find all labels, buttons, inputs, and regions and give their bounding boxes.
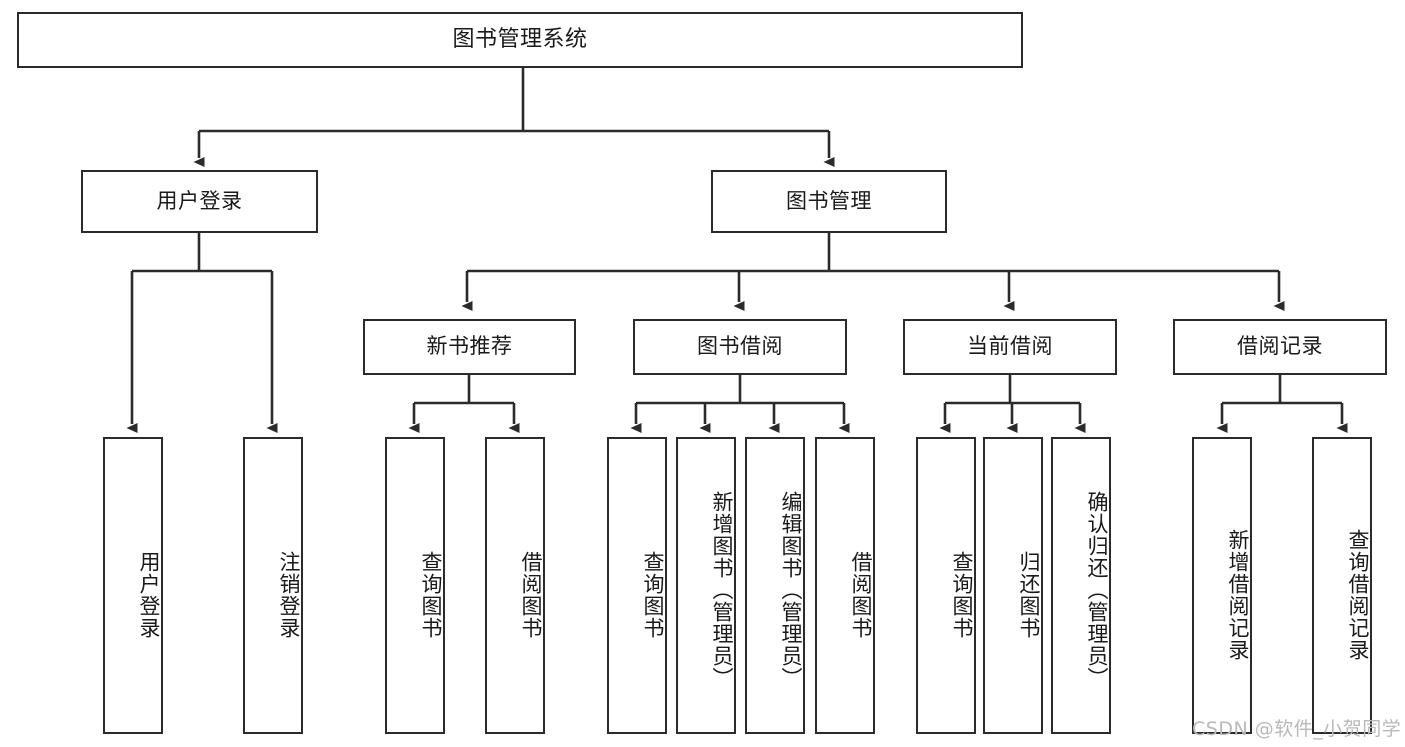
leaf-user-login[interactable]: 用户登录 bbox=[103, 437, 163, 734]
node-label: 图书管理系统 bbox=[452, 26, 588, 52]
leaf-query-book-borrow[interactable]: 查询图书 bbox=[607, 437, 667, 734]
node-label: 图书管理 bbox=[786, 188, 872, 213]
leaf-query-borrow-record[interactable]: 查询借阅记录 bbox=[1312, 437, 1372, 734]
node-label: 新增借阅记录 bbox=[1226, 528, 1250, 661]
node-label: 编辑图书（管理员） bbox=[779, 490, 803, 689]
node-label: 归还图书 bbox=[1017, 550, 1041, 639]
node-label: 查询图书 bbox=[950, 550, 974, 639]
node-book-management[interactable]: 图书管理 bbox=[711, 170, 947, 233]
node-label: 借阅图书 bbox=[519, 550, 543, 639]
node-borrow-record[interactable]: 借阅记录 bbox=[1173, 319, 1387, 375]
node-root-system[interactable]: 图书管理系统 bbox=[17, 12, 1023, 68]
node-label: 图书借阅 bbox=[697, 334, 783, 359]
leaf-borrow-book-borrow[interactable]: 借阅图书 bbox=[815, 437, 875, 734]
leaf-return-book[interactable]: 归还图书 bbox=[983, 437, 1043, 734]
node-book-borrow[interactable]: 图书借阅 bbox=[633, 319, 847, 375]
leaf-query-book-recommend[interactable]: 查询图书 bbox=[385, 437, 445, 734]
leaf-query-book-current[interactable]: 查询图书 bbox=[916, 437, 976, 734]
node-user-login[interactable]: 用户登录 bbox=[81, 170, 318, 233]
leaf-confirm-return-admin[interactable]: 确认归还（管理员） bbox=[1051, 437, 1111, 734]
node-new-book-recommend[interactable]: 新书推荐 bbox=[363, 319, 576, 375]
node-label: 用户登录 bbox=[137, 550, 161, 639]
node-label: 查询借阅记录 bbox=[1346, 528, 1370, 661]
node-label: 新增图书（管理员） bbox=[710, 490, 734, 689]
watermark-text: CSDN @软件_小贺同学 bbox=[1192, 718, 1402, 740]
node-label: 确认归还（管理员） bbox=[1085, 490, 1109, 689]
leaf-add-book-admin[interactable]: 新增图书（管理员） bbox=[676, 437, 736, 734]
leaf-edit-book-admin[interactable]: 编辑图书（管理员） bbox=[745, 437, 805, 734]
node-label: 新书推荐 bbox=[426, 334, 513, 359]
leaf-add-borrow-record[interactable]: 新增借阅记录 bbox=[1192, 437, 1252, 734]
node-label: 注销登录 bbox=[277, 550, 301, 639]
node-label: 借阅图书 bbox=[849, 550, 873, 639]
leaf-borrow-book-recommend[interactable]: 借阅图书 bbox=[485, 437, 545, 734]
node-label: 当前借阅 bbox=[967, 334, 1053, 359]
node-label: 借阅记录 bbox=[1237, 334, 1323, 359]
node-label: 查询图书 bbox=[419, 550, 443, 639]
node-label: 查询图书 bbox=[641, 550, 665, 639]
node-label: 用户登录 bbox=[156, 188, 243, 213]
node-current-borrow[interactable]: 当前借阅 bbox=[903, 319, 1117, 375]
leaf-logout-login[interactable]: 注销登录 bbox=[243, 437, 303, 734]
